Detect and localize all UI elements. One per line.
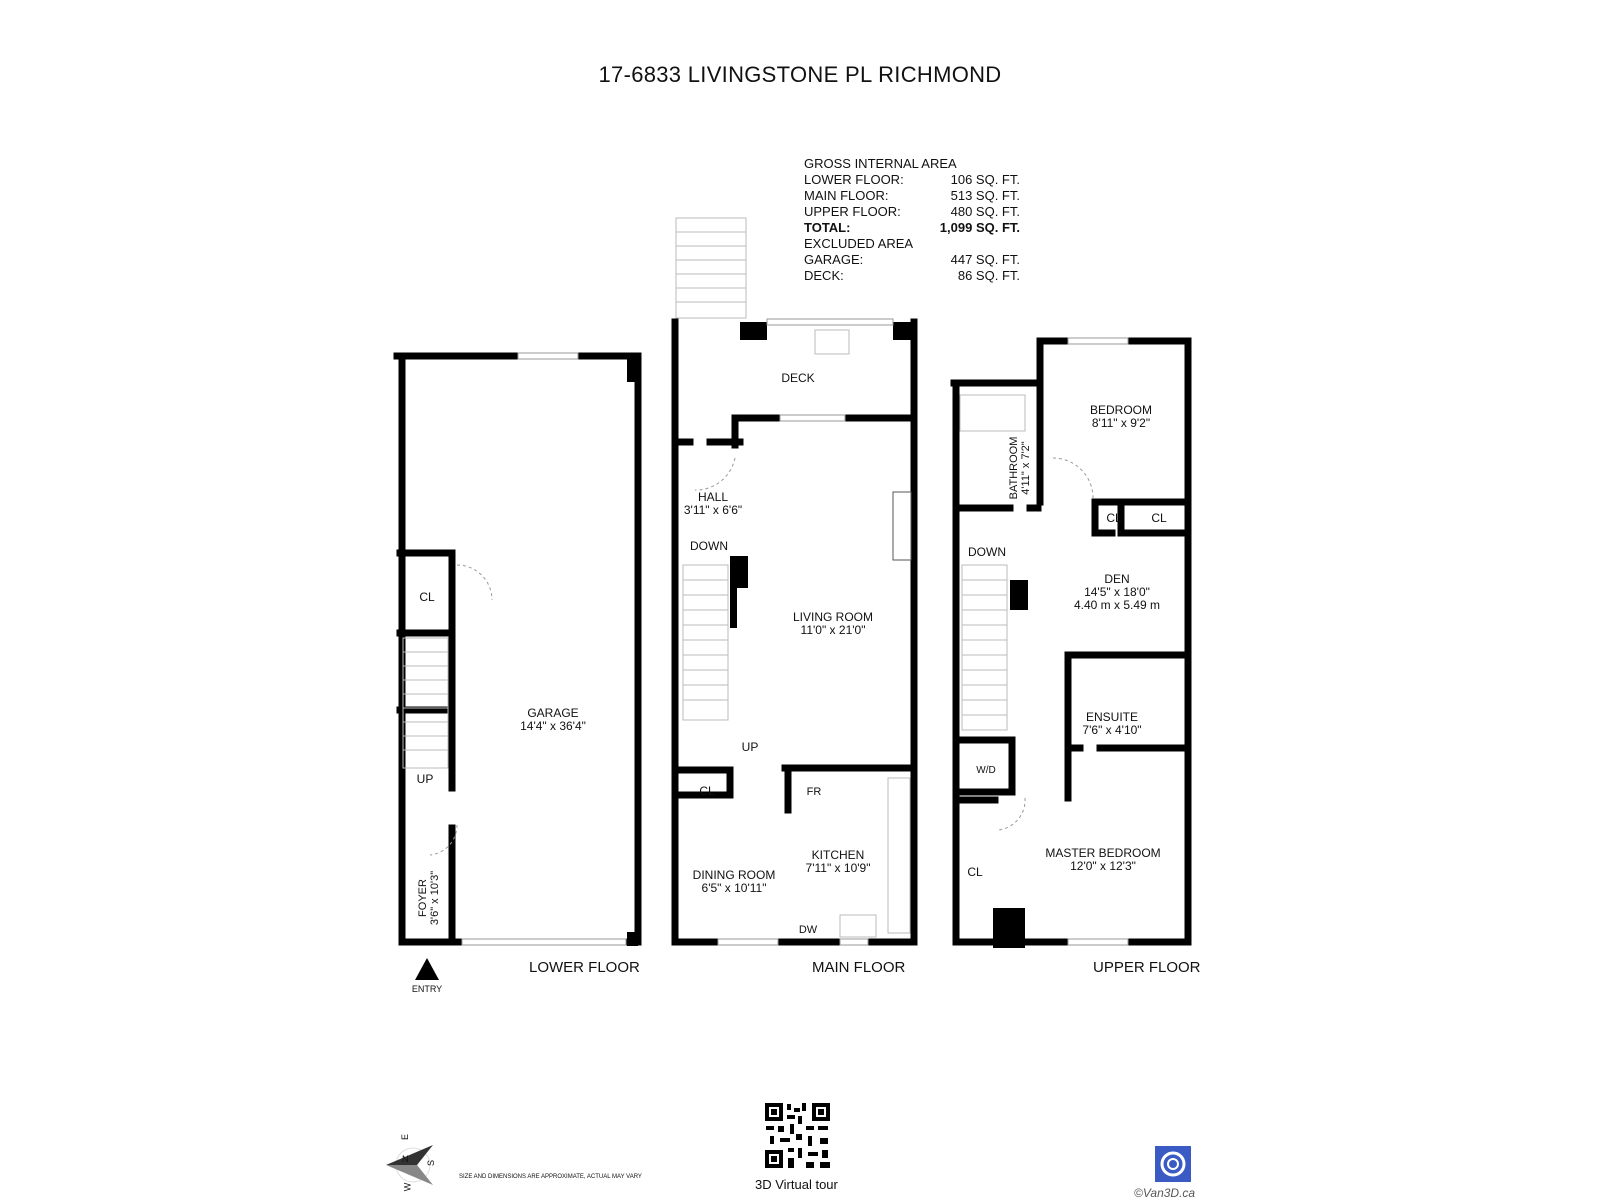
area-label: UPPER FLOOR: [804,204,901,219]
stairs [402,217,1094,938]
van3d-logo [1155,1146,1191,1182]
area-value: 447 SQ. FT. [950,252,1020,267]
room-dims: 14'4" x 36'4" [520,719,586,733]
room-dims-metric: 4.40 m x 5.49 m [1073,598,1161,612]
fridge-label: FR [806,786,822,798]
compass-icon [386,1145,433,1185]
upper-floor-walls [950,337,1192,946]
area-row-lower: LOWER FLOOR: 106 SQ. FT. [804,172,1020,188]
room-dims: 4'11" x 7'2" [1020,441,1032,495]
area-row-main: MAIN FLOOR: 513 SQ. FT. [804,188,1020,204]
room-name: KITCHEN [811,848,865,862]
area-label: TOTAL: [804,220,851,235]
main-floor-walls [671,318,918,946]
column [627,356,638,382]
area-value: 513 SQ. FT. [950,188,1020,203]
area-value: 1,099 SQ. FT. [939,220,1020,235]
compass-e: E [400,1133,411,1141]
room-name: DINING ROOM [692,868,776,882]
area-value: 86 SQ. FT. [957,268,1020,283]
room-name: BATHROOM [1008,436,1020,500]
room-dims: 12'0" x 12'3" [1070,859,1136,873]
upper-floor-name: UPPER FLOOR [1093,959,1201,976]
room-name: ENSUITE [1085,710,1139,724]
lower-floor-name: LOWER FLOOR [529,959,640,976]
entry-label: ENTRY [411,984,443,994]
lower-closet-label: CL [419,590,435,604]
column [993,908,1025,948]
entry-arrow-icon [415,958,439,980]
virtual-tour-label[interactable]: 3D Virtual tour [755,1177,838,1192]
room-name: MASTER BEDROOM [1045,846,1161,860]
room-dims: 14'5" x 18'0" [1084,585,1150,599]
upper-closet-3-label: CL [967,865,983,879]
washer-dryer-label: W/D [976,765,996,776]
wall-stub [730,556,737,628]
area-row-garage: GARAGE: 447 SQ. FT. [804,252,1020,268]
column [627,932,638,946]
area-label: MAIN FLOOR: [804,188,889,203]
area-row-deck: DECK: 86 SQ. FT. [804,268,1020,284]
compass-w: W [402,1182,413,1192]
room-dims: 8'11" x 9'2" [1091,416,1151,430]
excluded-area-heading: EXCLUDED AREA [804,236,914,251]
area-label: GARAGE: [804,252,864,267]
room-name: FOYER [417,879,429,917]
area-summary: GROSS INTERNAL AREA LOWER FLOOR: 106 SQ. … [804,156,1020,284]
column [893,322,914,340]
qr-code [765,1103,830,1168]
area-row-upper: UPPER FLOOR: 480 SQ. FT. [804,204,1020,220]
area-label: LOWER FLOOR: [804,172,904,187]
room-name: HALL [697,490,729,504]
main-closet-label: CL [699,784,715,798]
gross-area-heading: GROSS INTERNAL AREA [804,156,957,171]
copyright: ©Van3D.ca [1134,1186,1196,1200]
area-value: 480 SQ. FT. [950,204,1020,219]
lower-floor-walls [393,352,642,946]
upper-closet-1-label: CL [1106,511,1122,525]
area-row-total: TOTAL: 1,099 SQ. FT. [804,220,1020,236]
deck-label: DECK [781,371,815,385]
area-label: DECK: [804,268,844,283]
compass-n: N [402,1154,409,1164]
room-dims: 7'6" x 4'10" [1082,723,1142,737]
upper-down-label: DOWN [968,545,1006,559]
column [740,322,767,340]
room-name: BEDROOM [1089,403,1153,417]
room-name: LIVING ROOM [792,610,874,624]
room-dims: 6'5" x 10'11" [701,881,767,895]
main-up-label: UP [741,740,759,754]
compass-s: S [426,1159,437,1167]
area-value: 106 SQ. FT. [950,172,1020,187]
main-down-label: DOWN [690,539,728,553]
room-name: GARAGE [527,706,579,720]
dishwasher-label: DW [798,924,818,936]
upper-closet-2-label: CL [1151,511,1167,525]
disclaimer: SIZE AND DIMENSIONS ARE APPROXIMATE, ACT… [459,1174,642,1180]
room-dims: 3'11" x 6'6" [683,503,743,517]
property-title: 17-6833 LIVINGSTONE PL RICHMOND [598,62,1002,87]
column [1010,580,1028,610]
lower-up-label: UP [416,772,434,786]
room-dims: 7'11" x 10'9" [805,861,871,875]
room-name: DEN [1104,572,1130,586]
room-dims: 3'6" x 10'3" [429,870,441,926]
room-dims: 11'0" x 21'0" [800,623,866,637]
main-floor-name: MAIN FLOOR [812,959,906,976]
